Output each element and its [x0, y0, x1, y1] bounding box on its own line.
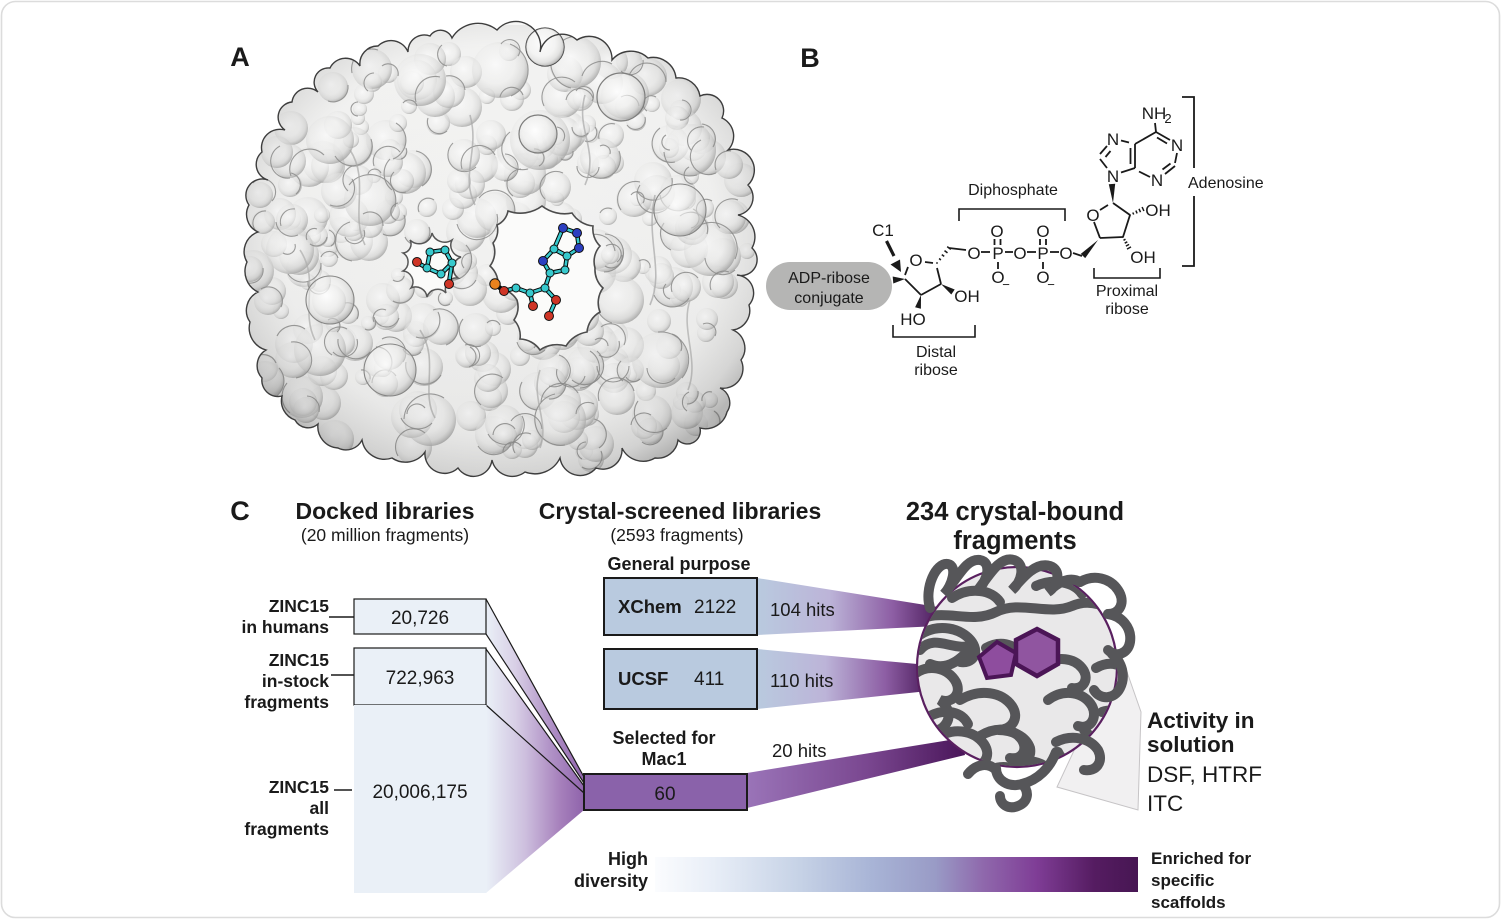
svg-text:fragments: fragments — [244, 819, 329, 839]
svg-text:ADP-ribose: ADP-ribose — [788, 270, 870, 287]
svg-text:in humans: in humans — [241, 617, 329, 637]
svg-text:P: P — [992, 244, 1003, 263]
svg-text:A: A — [230, 42, 250, 72]
svg-text:−: − — [1047, 277, 1055, 292]
svg-text:(2593 fragments): (2593 fragments) — [610, 525, 743, 545]
svg-text:DSF, HTRF: DSF, HTRF — [1147, 762, 1262, 787]
svg-text:ribose: ribose — [914, 362, 958, 379]
svg-text:High: High — [608, 849, 648, 869]
svg-text:O: O — [1036, 222, 1049, 241]
svg-text:UCSF: UCSF — [618, 668, 668, 689]
svg-text:O: O — [991, 268, 1004, 287]
svg-text:HO: HO — [900, 310, 926, 329]
svg-text:OH: OH — [1130, 248, 1156, 267]
svg-text:N: N — [1171, 136, 1183, 155]
svg-text:O: O — [990, 222, 1003, 241]
svg-text:Distal: Distal — [916, 344, 956, 361]
svg-text:General purpose: General purpose — [607, 554, 750, 574]
svg-text:ribose: ribose — [1105, 301, 1149, 318]
svg-text:N: N — [1107, 167, 1119, 186]
svg-text:B: B — [800, 43, 820, 73]
svg-text:(20 million fragments): (20 million fragments) — [301, 525, 469, 545]
svg-text:C: C — [230, 496, 250, 526]
svg-text:N: N — [1107, 130, 1119, 149]
svg-text:diversity: diversity — [574, 871, 648, 891]
svg-text:Selected for: Selected for — [612, 728, 715, 748]
svg-text:ZINC15: ZINC15 — [269, 596, 330, 616]
svg-text:specific: specific — [1151, 871, 1214, 890]
svg-text:Adenosine: Adenosine — [1188, 175, 1264, 192]
svg-text:N: N — [1151, 171, 1163, 190]
svg-text:all: all — [310, 798, 329, 818]
svg-text:−: − — [1002, 277, 1010, 292]
svg-text:OH: OH — [954, 287, 980, 306]
svg-text:OH: OH — [1145, 201, 1171, 220]
svg-text:NH: NH — [1142, 104, 1167, 123]
svg-text:O: O — [909, 251, 922, 270]
svg-text:O: O — [1036, 268, 1049, 287]
svg-text:20,006,175: 20,006,175 — [372, 782, 467, 803]
svg-text:Docked libraries: Docked libraries — [296, 498, 475, 524]
svg-text:110 hits: 110 hits — [770, 670, 833, 691]
svg-text:P: P — [1037, 244, 1048, 263]
svg-text:fragments: fragments — [244, 692, 329, 712]
svg-text:XChem: XChem — [618, 596, 682, 617]
svg-text:ZINC15: ZINC15 — [269, 777, 330, 797]
svg-text:in-stock: in-stock — [262, 671, 329, 691]
svg-text:O: O — [1059, 244, 1072, 263]
svg-text:20 hits: 20 hits — [772, 740, 827, 761]
svg-text:ITC: ITC — [1147, 791, 1183, 816]
svg-text:Crystal-screened libraries: Crystal-screened libraries — [539, 498, 822, 524]
svg-text:O: O — [1086, 206, 1099, 225]
svg-text:conjugate: conjugate — [794, 290, 863, 307]
svg-text:Proximal: Proximal — [1096, 283, 1158, 300]
svg-text:ZINC15: ZINC15 — [269, 650, 330, 670]
svg-text:fragments: fragments — [953, 527, 1076, 555]
svg-text:20,726: 20,726 — [391, 608, 449, 629]
svg-text:C1: C1 — [872, 221, 894, 240]
svg-text:solution: solution — [1147, 732, 1234, 757]
svg-text:2122: 2122 — [694, 597, 736, 618]
svg-text:234 crystal-bound: 234 crystal-bound — [906, 498, 1124, 526]
svg-text:60: 60 — [654, 784, 675, 805]
svg-text:722,963: 722,963 — [386, 668, 455, 689]
svg-text:104 hits: 104 hits — [770, 599, 835, 620]
svg-text:O: O — [1013, 244, 1026, 263]
svg-text:Enriched for: Enriched for — [1151, 849, 1252, 868]
svg-text:Diphosphate: Diphosphate — [968, 182, 1058, 199]
svg-text:411: 411 — [694, 669, 724, 690]
svg-text:O: O — [967, 244, 980, 263]
svg-text:scaffolds: scaffolds — [1151, 893, 1226, 912]
svg-text:Mac1: Mac1 — [641, 749, 686, 769]
svg-text:2: 2 — [1164, 111, 1171, 126]
svg-text:Activity in: Activity in — [1147, 708, 1255, 733]
